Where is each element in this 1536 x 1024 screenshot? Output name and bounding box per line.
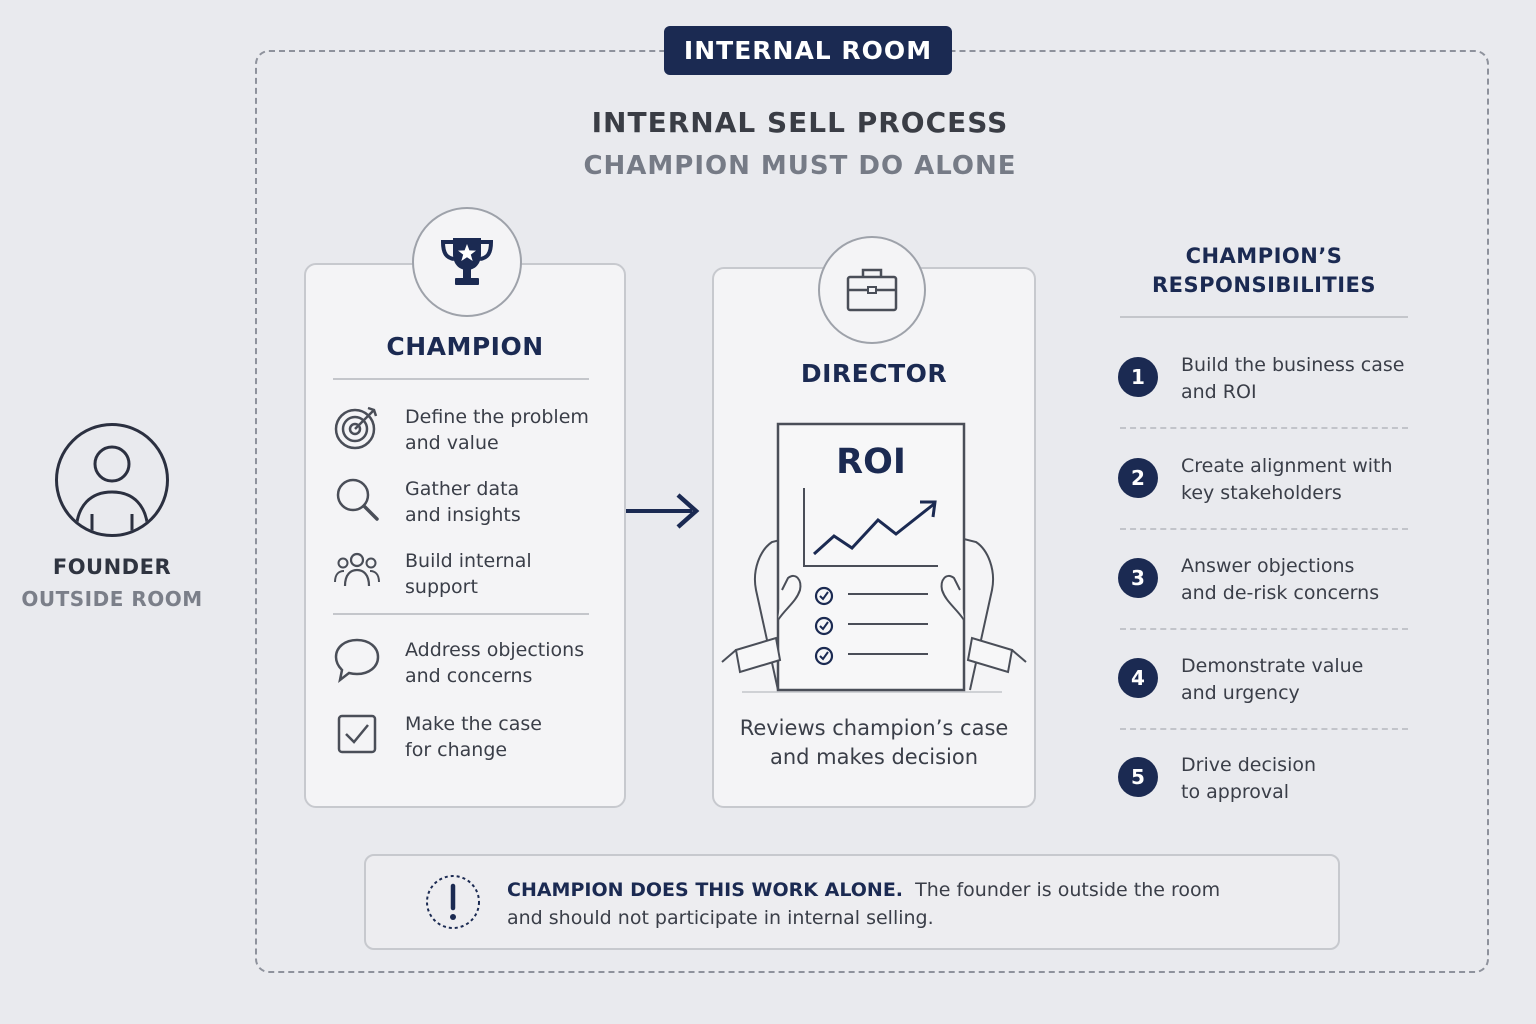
responsibility-item: 5 Drive decision to approval: [1118, 752, 1410, 812]
step-number: 3: [1118, 558, 1158, 598]
target-icon: [332, 402, 382, 452]
item-line: Create alignment with: [1181, 455, 1393, 477]
page-subtitle: CHAMPION MUST DO ALONE: [583, 151, 1017, 181]
item-line: Demonstrate value: [1181, 655, 1364, 677]
item-line: Define the problem: [405, 406, 589, 428]
note-strong: CHAMPION DOES THIS WORK ALONE.: [507, 879, 904, 901]
item-line: and urgency: [1181, 682, 1300, 704]
checkbox-icon: [332, 709, 382, 759]
item-line: for change: [405, 739, 508, 761]
magnifier-icon: [332, 474, 382, 524]
step-number: 1: [1118, 357, 1158, 397]
founder-sublabel: OUTSIDE ROOM: [21, 587, 203, 611]
responsibilities-heading: CHAMPION’S RESPONSIBILITIES: [1120, 242, 1408, 300]
champion-divider-mid: [333, 613, 589, 615]
champion-divider-top: [333, 378, 589, 380]
person-icon: [55, 423, 169, 537]
champion-item-define: Define the problem and value: [332, 402, 612, 458]
briefcase-icon: [818, 236, 926, 344]
item-line: and value: [405, 432, 499, 454]
item-line: Address objections: [405, 639, 585, 661]
note-line: The founder is outside the room: [915, 879, 1221, 901]
roi-label: ROI: [836, 442, 906, 482]
champion-item-objections: Address objections and concerns: [332, 635, 612, 691]
responsibilities-divider: [1120, 316, 1408, 318]
item-line: Drive decision: [1181, 754, 1317, 776]
arrow-right-icon: [626, 493, 700, 529]
internal-room-badge: INTERNAL ROOM: [664, 26, 952, 75]
group-icon: [332, 546, 382, 596]
item-line: and insights: [405, 504, 521, 526]
founder-label: FOUNDER: [52, 555, 172, 579]
item-line: and concerns: [405, 665, 533, 687]
speech-bubble-icon: [332, 635, 382, 685]
champion-item-support: Build internal support: [332, 546, 612, 602]
step-number: 4: [1118, 658, 1158, 698]
alone-note-text: CHAMPION DOES THIS WORK ALONE. The found…: [507, 876, 1327, 932]
item-line: to approval: [1181, 781, 1290, 803]
champion-item-gather: Gather data and insights: [332, 474, 612, 530]
note-line: and should not participate in internal s…: [507, 907, 934, 929]
item-line: and de-risk concerns: [1181, 582, 1380, 604]
item-line: Answer objections: [1181, 555, 1355, 577]
trophy-icon: [412, 207, 522, 317]
roi-document-illustration: [721, 422, 1027, 693]
dashed-divider: [1120, 528, 1408, 530]
dashed-divider: [1120, 427, 1408, 429]
champion-item-case: Make the case for change: [332, 709, 612, 765]
dashed-divider: [1120, 628, 1408, 630]
item-line: key stakeholders: [1181, 482, 1342, 504]
heading-line: CHAMPION’S: [1185, 244, 1343, 268]
responsibility-item: 2 Create alignment with key stakeholders: [1118, 453, 1410, 513]
director-caption: Reviews champion’s case and makes decisi…: [714, 714, 1034, 772]
exclamation-icon: [426, 875, 480, 929]
item-line: Build the business case: [1181, 354, 1405, 376]
step-number: 5: [1118, 757, 1158, 797]
item-line: Make the case: [405, 713, 542, 735]
item-line: Build internal: [405, 550, 532, 572]
responsibility-item: 3 Answer objections and de-risk concerns: [1118, 553, 1410, 613]
alone-note-box: [364, 854, 1340, 950]
champion-title: CHAMPION: [386, 332, 544, 361]
responsibility-item: 4 Demonstrate value and urgency: [1118, 653, 1410, 713]
responsibility-item: 1 Build the business case and ROI: [1118, 352, 1410, 412]
item-line: and ROI: [1181, 381, 1257, 403]
director-title: DIRECTOR: [800, 359, 948, 388]
page-title: INTERNAL SELL PROCESS: [591, 106, 1009, 139]
heading-line: RESPONSIBILITIES: [1151, 273, 1377, 297]
item-line: Gather data: [405, 478, 520, 500]
item-line: support: [405, 576, 478, 598]
step-number: 2: [1118, 458, 1158, 498]
dashed-divider: [1120, 728, 1408, 730]
caption-line: and makes decision: [769, 745, 979, 769]
caption-line: Reviews champion’s case: [739, 716, 1009, 740]
